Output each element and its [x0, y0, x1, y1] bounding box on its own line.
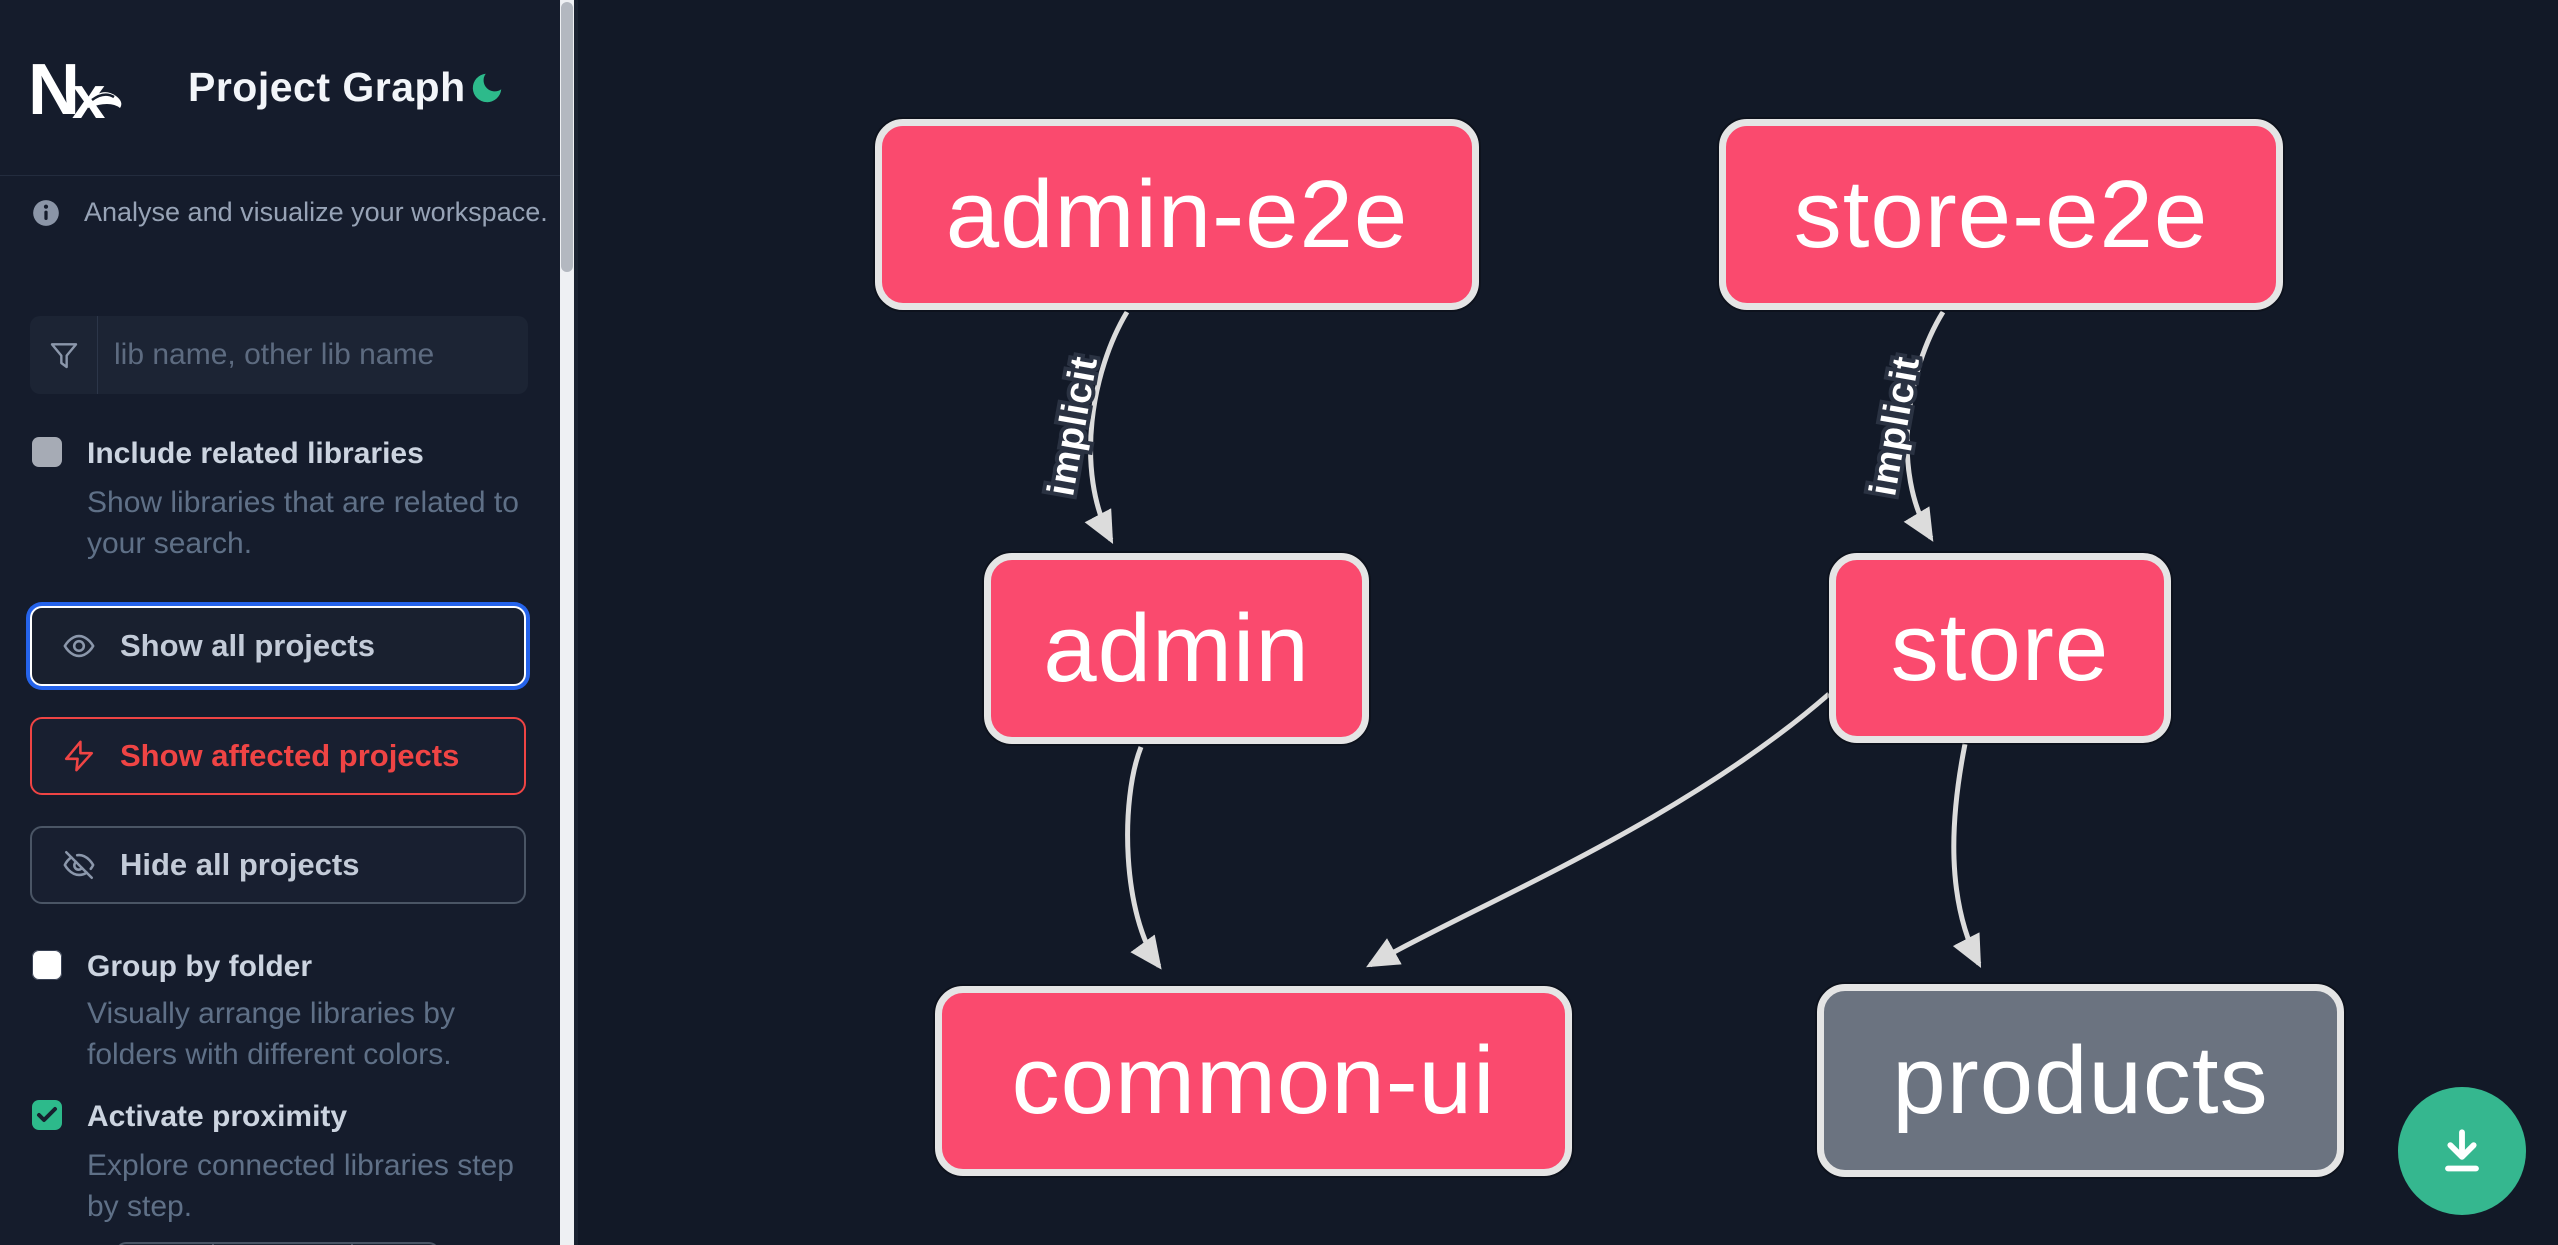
- graph-edges-layer: implicit implicit: [1036, 310, 1982, 970]
- funnel-filter-icon: [30, 316, 98, 394]
- hide-all-projects-button[interactable]: Hide all projects: [30, 826, 526, 904]
- edge-store-e2e-to-store: [1903, 310, 1946, 542]
- info-icon: [33, 199, 59, 226]
- page-title: Project Graph: [188, 64, 466, 110]
- eye-icon: [63, 634, 95, 658]
- graph-node-admin-e2e[interactable]: admin-e2e: [875, 119, 1479, 310]
- group-by-folder-checkbox[interactable]: [32, 950, 62, 980]
- workspace-tagline: Analyse and visualize your workspace.: [32, 197, 548, 228]
- edge-admin-to-common-ui: [1125, 746, 1162, 970]
- edge-store-to-common-ui: [1366, 692, 1831, 968]
- option-description: Explore connected libraries step by step…: [87, 1149, 514, 1223]
- sidebar-canvas-divider: [574, 0, 578, 1245]
- edge-label-implicit: implicit: [1040, 353, 1106, 499]
- check-icon: [37, 1107, 57, 1122]
- activate-proximity-checkbox[interactable]: [32, 1100, 62, 1130]
- option-label: Activate proximity: [87, 1100, 348, 1133]
- graph-node-store[interactable]: store: [1829, 553, 2171, 743]
- sidebar-header: N x Project Graph: [0, 0, 560, 176]
- theme-toggle-button[interactable]: [468, 69, 506, 107]
- option-label: Group by folder: [87, 950, 312, 983]
- option-description: Show libraries that are related to your …: [87, 486, 519, 560]
- sidebar: N x Project Graph Analyse and visualize …: [0, 0, 560, 1245]
- graph-node-common-ui[interactable]: common-ui: [935, 986, 1572, 1176]
- sidebar-scrollbar-track[interactable]: [560, 0, 574, 1245]
- sidebar-scrollbar-thumb[interactable]: [561, 2, 573, 272]
- show-affected-projects-button[interactable]: Show affected projects: [30, 717, 526, 795]
- graph-node-admin[interactable]: admin: [984, 553, 1369, 744]
- graph-node-store-e2e[interactable]: store-e2e: [1719, 119, 2283, 310]
- search-input[interactable]: [98, 316, 528, 394]
- graph-node-products[interactable]: products: [1817, 984, 2344, 1177]
- moon-icon: [472, 73, 502, 102]
- download-graph-button[interactable]: [2398, 1087, 2526, 1215]
- button-label: Show all projects: [120, 628, 375, 663]
- button-label: Hide all projects: [120, 847, 360, 882]
- edge-label-implicit: implicit: [1862, 353, 1928, 499]
- lightning-bolt-icon: [64, 740, 94, 772]
- option-description: Visually arrange libraries by folders wi…: [87, 997, 455, 1071]
- svg-text:N: N: [30, 56, 76, 120]
- nx-logo: N x: [30, 56, 122, 120]
- include-related-checkbox[interactable]: [32, 437, 62, 467]
- edge-admin-e2e-to-admin: [1084, 310, 1130, 544]
- project-graph-canvas[interactable]: implicit implicit admin-e2e store-e2e admin…: [578, 0, 2558, 1245]
- show-all-projects-button[interactable]: Show all projects: [30, 606, 526, 686]
- edge-store-to-products: [1951, 743, 1982, 969]
- eye-off-icon: [63, 850, 95, 880]
- option-label: Include related libraries: [87, 437, 424, 470]
- button-label: Show affected projects: [120, 738, 460, 773]
- svg-text:x: x: [72, 64, 105, 120]
- tagline-text: Analyse and visualize your workspace.: [84, 197, 548, 227]
- download-icon: [2445, 1129, 2479, 1172]
- search-box: [30, 316, 528, 394]
